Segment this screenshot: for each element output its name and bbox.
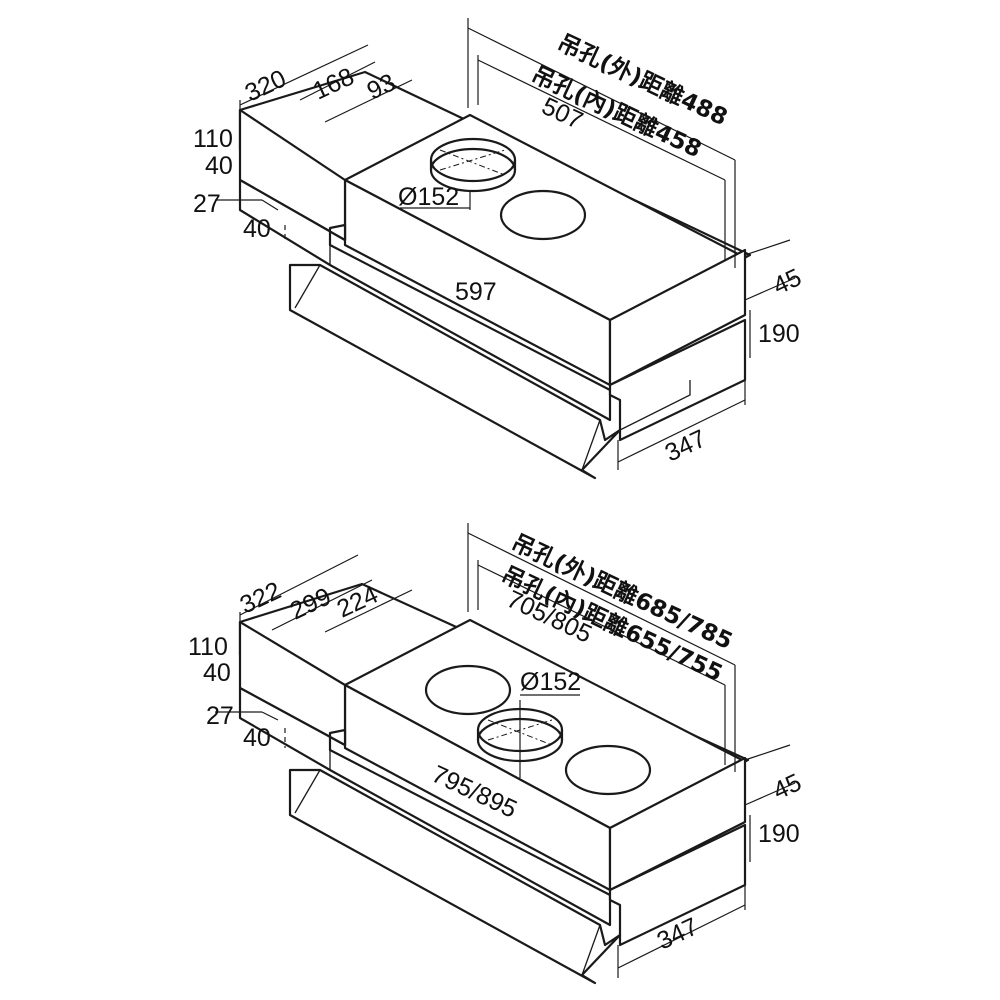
dim-40-upper: 40 — [203, 659, 231, 687]
vent-hole — [499, 189, 587, 241]
vent-hole-right — [564, 744, 652, 796]
box-right-face — [608, 248, 747, 387]
exhaust-outlet-ring — [476, 700, 564, 778]
dim-45: 45 — [769, 263, 806, 300]
dim-597: 597 — [455, 278, 497, 306]
exhaust-outlet-ring — [429, 137, 517, 193]
dim-347: 347 — [661, 424, 711, 467]
right-lower-block — [608, 318, 747, 442]
dim-27: 27 — [206, 702, 234, 730]
range-hood-double-outlet: 322 299 224 110 40 27 40 Ø152 705/805 79… — [188, 523, 806, 985]
vent-hole-left — [424, 664, 512, 716]
dim-27: 27 — [193, 190, 221, 218]
right-lower-block — [608, 823, 747, 947]
dimension-lines — [215, 18, 796, 470]
dim-190: 190 — [758, 320, 800, 348]
range-hood-single-outlet: 320 168 93 110 40 27 40 Ø152 507 597 45 … — [193, 18, 806, 480]
dimension-lines — [215, 523, 796, 978]
dim-40-lower: 40 — [243, 724, 271, 752]
dim-110: 110 — [188, 633, 228, 661]
lower-band-front — [238, 686, 612, 927]
dim-110: 110 — [193, 125, 233, 153]
dim-40-upper: 40 — [205, 152, 233, 180]
box-right-face — [608, 756, 747, 892]
dim-40-lower: 40 — [243, 215, 271, 243]
dim-diameter-152: Ø152 — [398, 183, 459, 211]
dim-45: 45 — [769, 768, 806, 805]
bottom-slanted-panel — [288, 768, 622, 985]
dim-diameter-152: Ø152 — [520, 668, 581, 696]
dim-190: 190 — [758, 820, 800, 848]
